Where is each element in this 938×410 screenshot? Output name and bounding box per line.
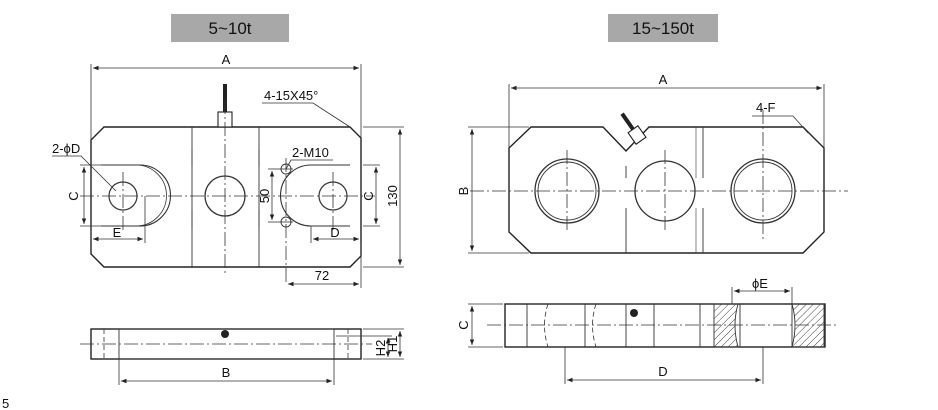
large-dim-e: ϕE bbox=[752, 276, 768, 291]
small-dim-130: 130 bbox=[385, 185, 400, 207]
small-thread-label: 2-M10 bbox=[292, 145, 329, 160]
large-dim-a: A bbox=[659, 72, 668, 87]
small-dim-b: B bbox=[222, 365, 231, 380]
small-hole-d-label: 2-ϕD bbox=[52, 141, 80, 156]
small-top-view: A 4-15X45° 2-ϕD 2-M10 C C 130 50 bbox=[52, 52, 404, 288]
large-top-view: A 4-F B bbox=[456, 72, 848, 254]
large-dim-d: D bbox=[658, 364, 667, 379]
small-dim-72: 72 bbox=[315, 268, 329, 283]
large-dim-b: B bbox=[456, 187, 471, 196]
small-dim-c-right: C bbox=[361, 191, 376, 200]
small-dim-h1: H1 bbox=[385, 336, 400, 353]
large-side-view: C ϕE D bbox=[456, 276, 838, 384]
small-dim-50: 50 bbox=[257, 189, 272, 203]
small-side-view: H2 H1 B bbox=[80, 328, 404, 385]
small-dim-c-left: C bbox=[66, 191, 81, 200]
large-label-f: 4-F bbox=[756, 100, 776, 115]
small-dim-h2: H2 bbox=[373, 340, 388, 357]
footnote-number: 5 bbox=[2, 396, 9, 410]
title-large: 15~150t bbox=[608, 14, 718, 42]
small-dim-e: E bbox=[113, 225, 122, 240]
small-chamfer-label: 4-15X45° bbox=[264, 88, 318, 103]
small-dim-a: A bbox=[222, 52, 231, 67]
title-large-text: 15~150t bbox=[632, 19, 694, 38]
large-dim-c: C bbox=[456, 320, 471, 329]
title-small-text: 5~10t bbox=[208, 19, 251, 38]
title-small: 5~10t bbox=[171, 14, 289, 42]
small-dim-d: D bbox=[330, 225, 339, 240]
